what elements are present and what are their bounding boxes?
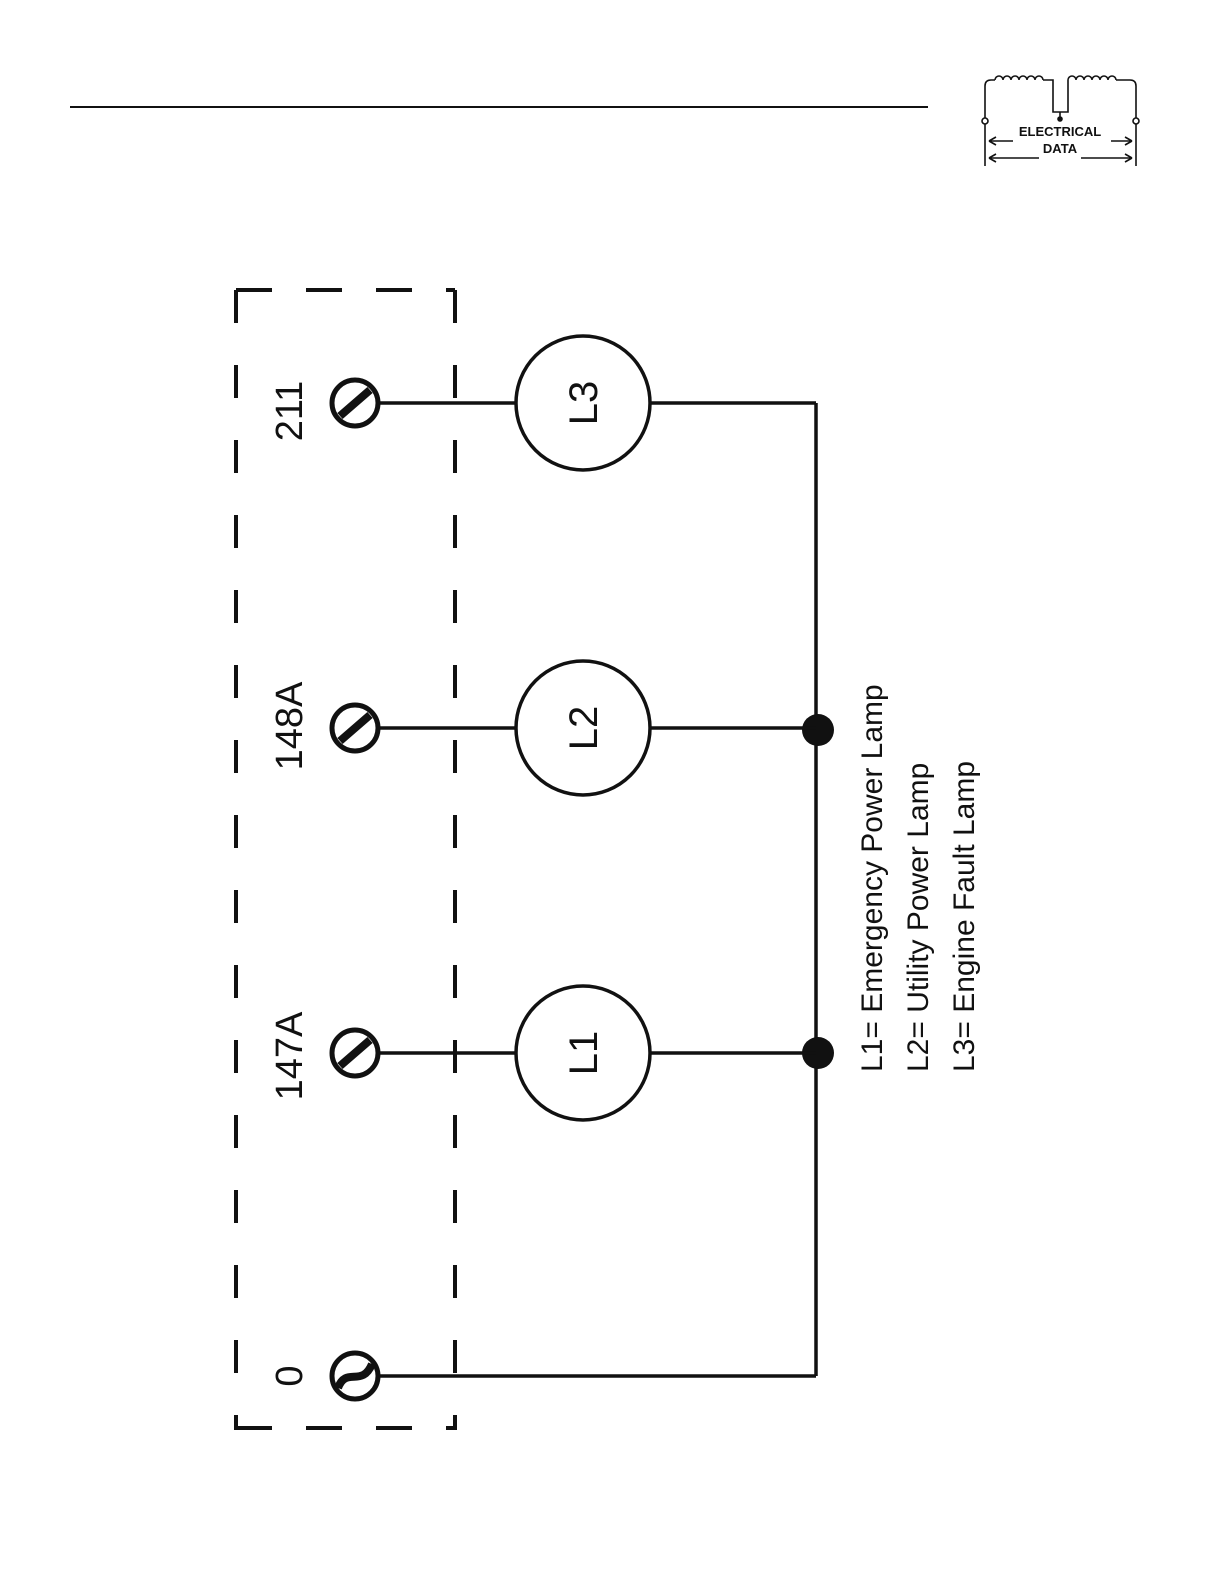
legend-item-l2: L2= Utility Power Lamp <box>902 763 935 1072</box>
logo-line-2: DATA <box>1043 141 1078 156</box>
terminal-screw-icon <box>332 1353 378 1399</box>
common-bus <box>380 403 834 1376</box>
terminal-screw-icon <box>332 705 378 751</box>
terminal-label-0: 0 <box>269 1365 311 1386</box>
legend-item-l3: L3= Engine Fault Lamp <box>948 761 981 1072</box>
legend-item-l1: L1= Emergency Power Lamp <box>856 684 889 1072</box>
lamp-label-l1: L1 <box>562 1031 606 1076</box>
logo-line-1: ELECTRICAL <box>1019 124 1101 139</box>
electrical-data-logo: ELECTRICAL DATA <box>982 76 1139 166</box>
terminal-0 <box>332 1353 378 1399</box>
terminal-screw-icon <box>332 380 378 426</box>
lamp-label-l3: L3 <box>562 381 606 426</box>
terminal-block-enclosure <box>236 290 455 1430</box>
junction-dot <box>802 714 834 746</box>
legend: L1= Emergency Power Lamp L2= Utility Pow… <box>856 684 981 1072</box>
terminal-label-148a: 148A <box>269 681 311 770</box>
terminal-label-147a: 147A <box>269 1011 311 1100</box>
terminal-screw-icon <box>332 1030 378 1076</box>
lamp-label-l2: L2 <box>562 706 606 751</box>
terminal-label-211: 211 <box>269 381 311 442</box>
